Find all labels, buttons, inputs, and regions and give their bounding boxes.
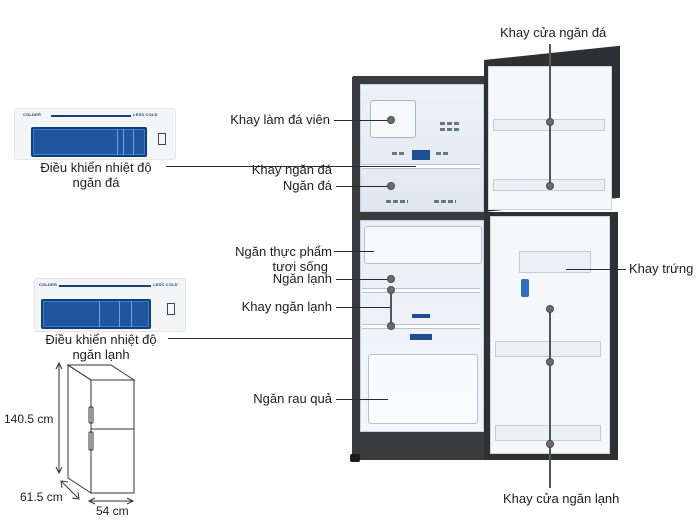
label-fresh-food: Ngăn thực phẩm tươi sống (235, 244, 332, 274)
fridge-scale-colder: COLDER (39, 282, 58, 287)
label-freezer-compartment: Ngăn đá (282, 178, 332, 193)
pointer-fridge-door-shelf-3 (546, 440, 554, 448)
dimension-width: 54 cm (96, 504, 129, 518)
left-foot (350, 454, 360, 462)
fridge-temperature-dial[interactable] (41, 299, 151, 329)
label-fridge-compartment: Ngăn lạnh (272, 271, 332, 286)
fridge-control-label: Điều khiển nhiệt độ ngăn lạnh (45, 332, 157, 362)
label-fridge-door-tray: Khay cửa ngăn lạnh (503, 491, 620, 506)
fresh-food-compartment (364, 226, 482, 264)
freezer-badge (412, 150, 430, 160)
fridge-shelf-2 (362, 324, 480, 329)
fridge-door-shelf-2 (495, 425, 601, 441)
pointer-fridge-door-shelf-1 (546, 305, 554, 313)
pointer-fridge-shelf-1 (387, 286, 395, 294)
dimension-sketch (55, 361, 136, 505)
label-ice-maker-tray: Khay làm đá viên (230, 112, 330, 127)
door-latch-icon (521, 279, 529, 297)
pointer-ice-maker-tray (387, 116, 395, 124)
freezer-icon (158, 133, 166, 145)
pointer-freezer-compartment (387, 182, 395, 190)
fridge-scale-less-cold: LESS COLD (153, 282, 178, 287)
freezer-control-leader (166, 166, 366, 167)
dimension-depth: 61.5 cm (20, 490, 63, 504)
label-vegetable-drawer: Ngăn rau quả (253, 391, 332, 406)
label-fridge-shelf: Khay ngăn lạnh (241, 299, 332, 314)
dimension-height: 140.5 cm (4, 412, 54, 426)
freezer-scale-colder: COLDER (23, 112, 42, 117)
pointer-fridge-shelf-2 (387, 322, 395, 330)
pointer-freezer-door-shelf-2 (546, 182, 554, 190)
freezer-control-panel: COLDER LESS COLD (14, 108, 176, 160)
vegetable-drawer (368, 354, 478, 424)
pointer-fridge-compartment (387, 275, 395, 283)
pointer-fridge-door-shelf-2 (546, 358, 554, 366)
fridge-scale-bar (59, 285, 151, 287)
freezer-temperature-dial[interactable] (31, 127, 147, 157)
freezer-scale-less-cold: LESS COLD (133, 112, 158, 117)
label-freezer-shelf: Khay ngăn đá (251, 162, 332, 177)
fridge-control-leader (168, 338, 368, 339)
fridge-icon (167, 303, 175, 315)
label-freezer-door-tray: Khay cửa ngăn đá (500, 25, 607, 40)
label-egg-tray: Khay trứng (629, 261, 694, 276)
freezer-vent (440, 122, 460, 125)
freezer-shelf (362, 164, 480, 169)
freezer-control-label: Điều khiển nhiệt độ ngăn đá (40, 160, 152, 190)
fridge-door-shelf-1 (495, 341, 601, 357)
fridge-shelf-1 (362, 288, 480, 293)
pointer-freezer-door-shelf-1 (546, 118, 554, 126)
freezer-scale-bar (51, 115, 131, 117)
egg-tray (519, 251, 591, 273)
fridge-control-panel: COLDER LESS COLD (34, 278, 186, 332)
